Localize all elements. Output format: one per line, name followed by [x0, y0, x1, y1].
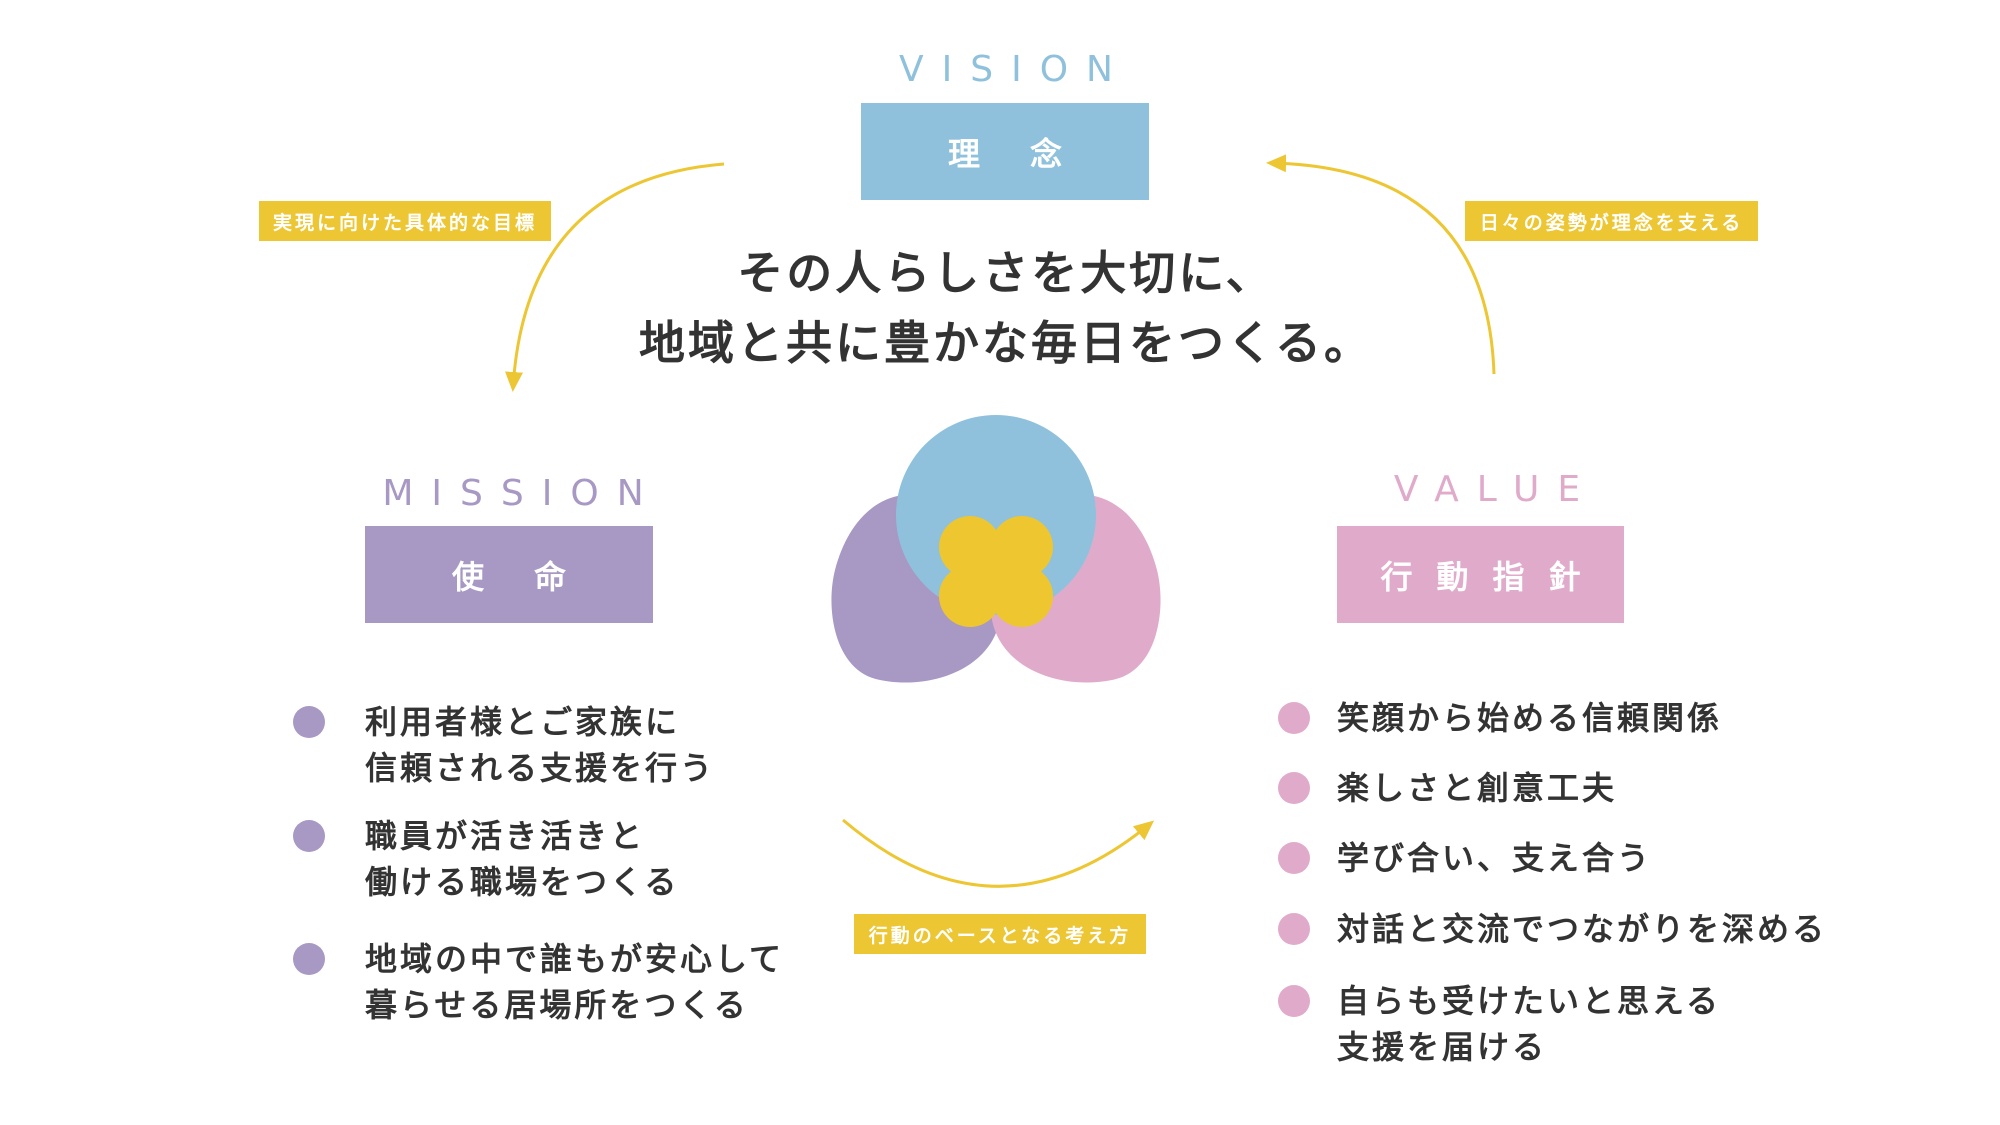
value-title: 行動指針 [1380, 557, 1605, 596]
vision-label: VISION [899, 49, 1131, 90]
main-statement: その人らしさを大切に、 地域と共に豊かな毎日をつくる。 [556, 238, 1456, 378]
value-bullet [1278, 913, 1310, 945]
cycle-label-right: 日々の姿勢が理念を支える [1465, 201, 1758, 241]
mission-bullet [293, 943, 325, 975]
value-item-line: 支援を届ける [1337, 1028, 1548, 1066]
mission-label: MISSION [382, 473, 662, 514]
mission-item: 地域の中で誰もが安心して 暮らせる居場所をつくる [365, 936, 784, 1028]
mission-item-line: 暮らせる居場所をつくる [365, 986, 749, 1024]
value-item: 自らも受けたいと思える 支援を届ける [1337, 978, 1721, 1070]
value-item-line: 対話と交流でつながりを深める [1337, 910, 1828, 948]
mission-title-box: 使命 [365, 526, 653, 623]
value-item: 学び合い、支え合う [1337, 835, 1652, 881]
mission-item-line: 地域の中で誰もが安心して [365, 940, 785, 978]
value-item-line: 学び合い、支え合う [1337, 839, 1653, 877]
arrow-mission-to-value [842, 818, 1155, 888]
mission-item-line: 働ける職場をつくる [365, 863, 680, 901]
mission-item-line: 利用者様とご家族に [365, 703, 681, 741]
value-item-line: 自らも受けたいと思える [1337, 982, 1722, 1020]
cycle-label-left: 実現に向けた具体的な目標 [259, 201, 551, 241]
mission-item-line: 職員が活き活きと [365, 817, 646, 855]
value-item: 対話と交流でつながりを深める [1337, 906, 1827, 952]
statement-line-2: 地域と共に豊かな毎日をつくる。 [638, 316, 1374, 370]
value-bullet [1278, 842, 1310, 874]
mission-item: 職員が活き活きと 働ける職場をつくる [365, 813, 679, 905]
mission-item: 利用者様とご家族に 信頼される支援を行う [365, 699, 715, 791]
vision-title: 理念 [947, 134, 1112, 173]
value-label: VALUE [1393, 469, 1599, 510]
statement-line-1: その人らしさを大切に、 [737, 246, 1275, 300]
value-item-line: 楽しさと創意工夫 [1337, 769, 1618, 807]
cycle-label-bottom: 行動のベースとなる考え方 [854, 914, 1146, 954]
value-item: 楽しさと創意工夫 [1337, 765, 1617, 811]
flower-logo [831, 415, 1161, 683]
arrow-value-to-vision [1266, 154, 1496, 375]
mission-bullet [293, 706, 325, 738]
value-bullet [1278, 702, 1310, 734]
value-item-line: 笑顔から始める信頼関係 [1337, 699, 1723, 737]
value-title-box: 行動指針 [1337, 526, 1624, 623]
vision-title-box: 理念 [861, 103, 1149, 200]
value-bullet [1278, 772, 1310, 804]
arrow-vision-to-mission [505, 162, 725, 392]
mission-title: 使命 [451, 557, 616, 596]
value-bullet [1278, 985, 1310, 1017]
mission-bullet [293, 820, 325, 852]
value-item: 笑顔から始める信頼関係 [1337, 695, 1722, 741]
mission-item-line: 信頼される支援を行う [365, 749, 716, 787]
flower-center-yellow [939, 516, 1053, 627]
